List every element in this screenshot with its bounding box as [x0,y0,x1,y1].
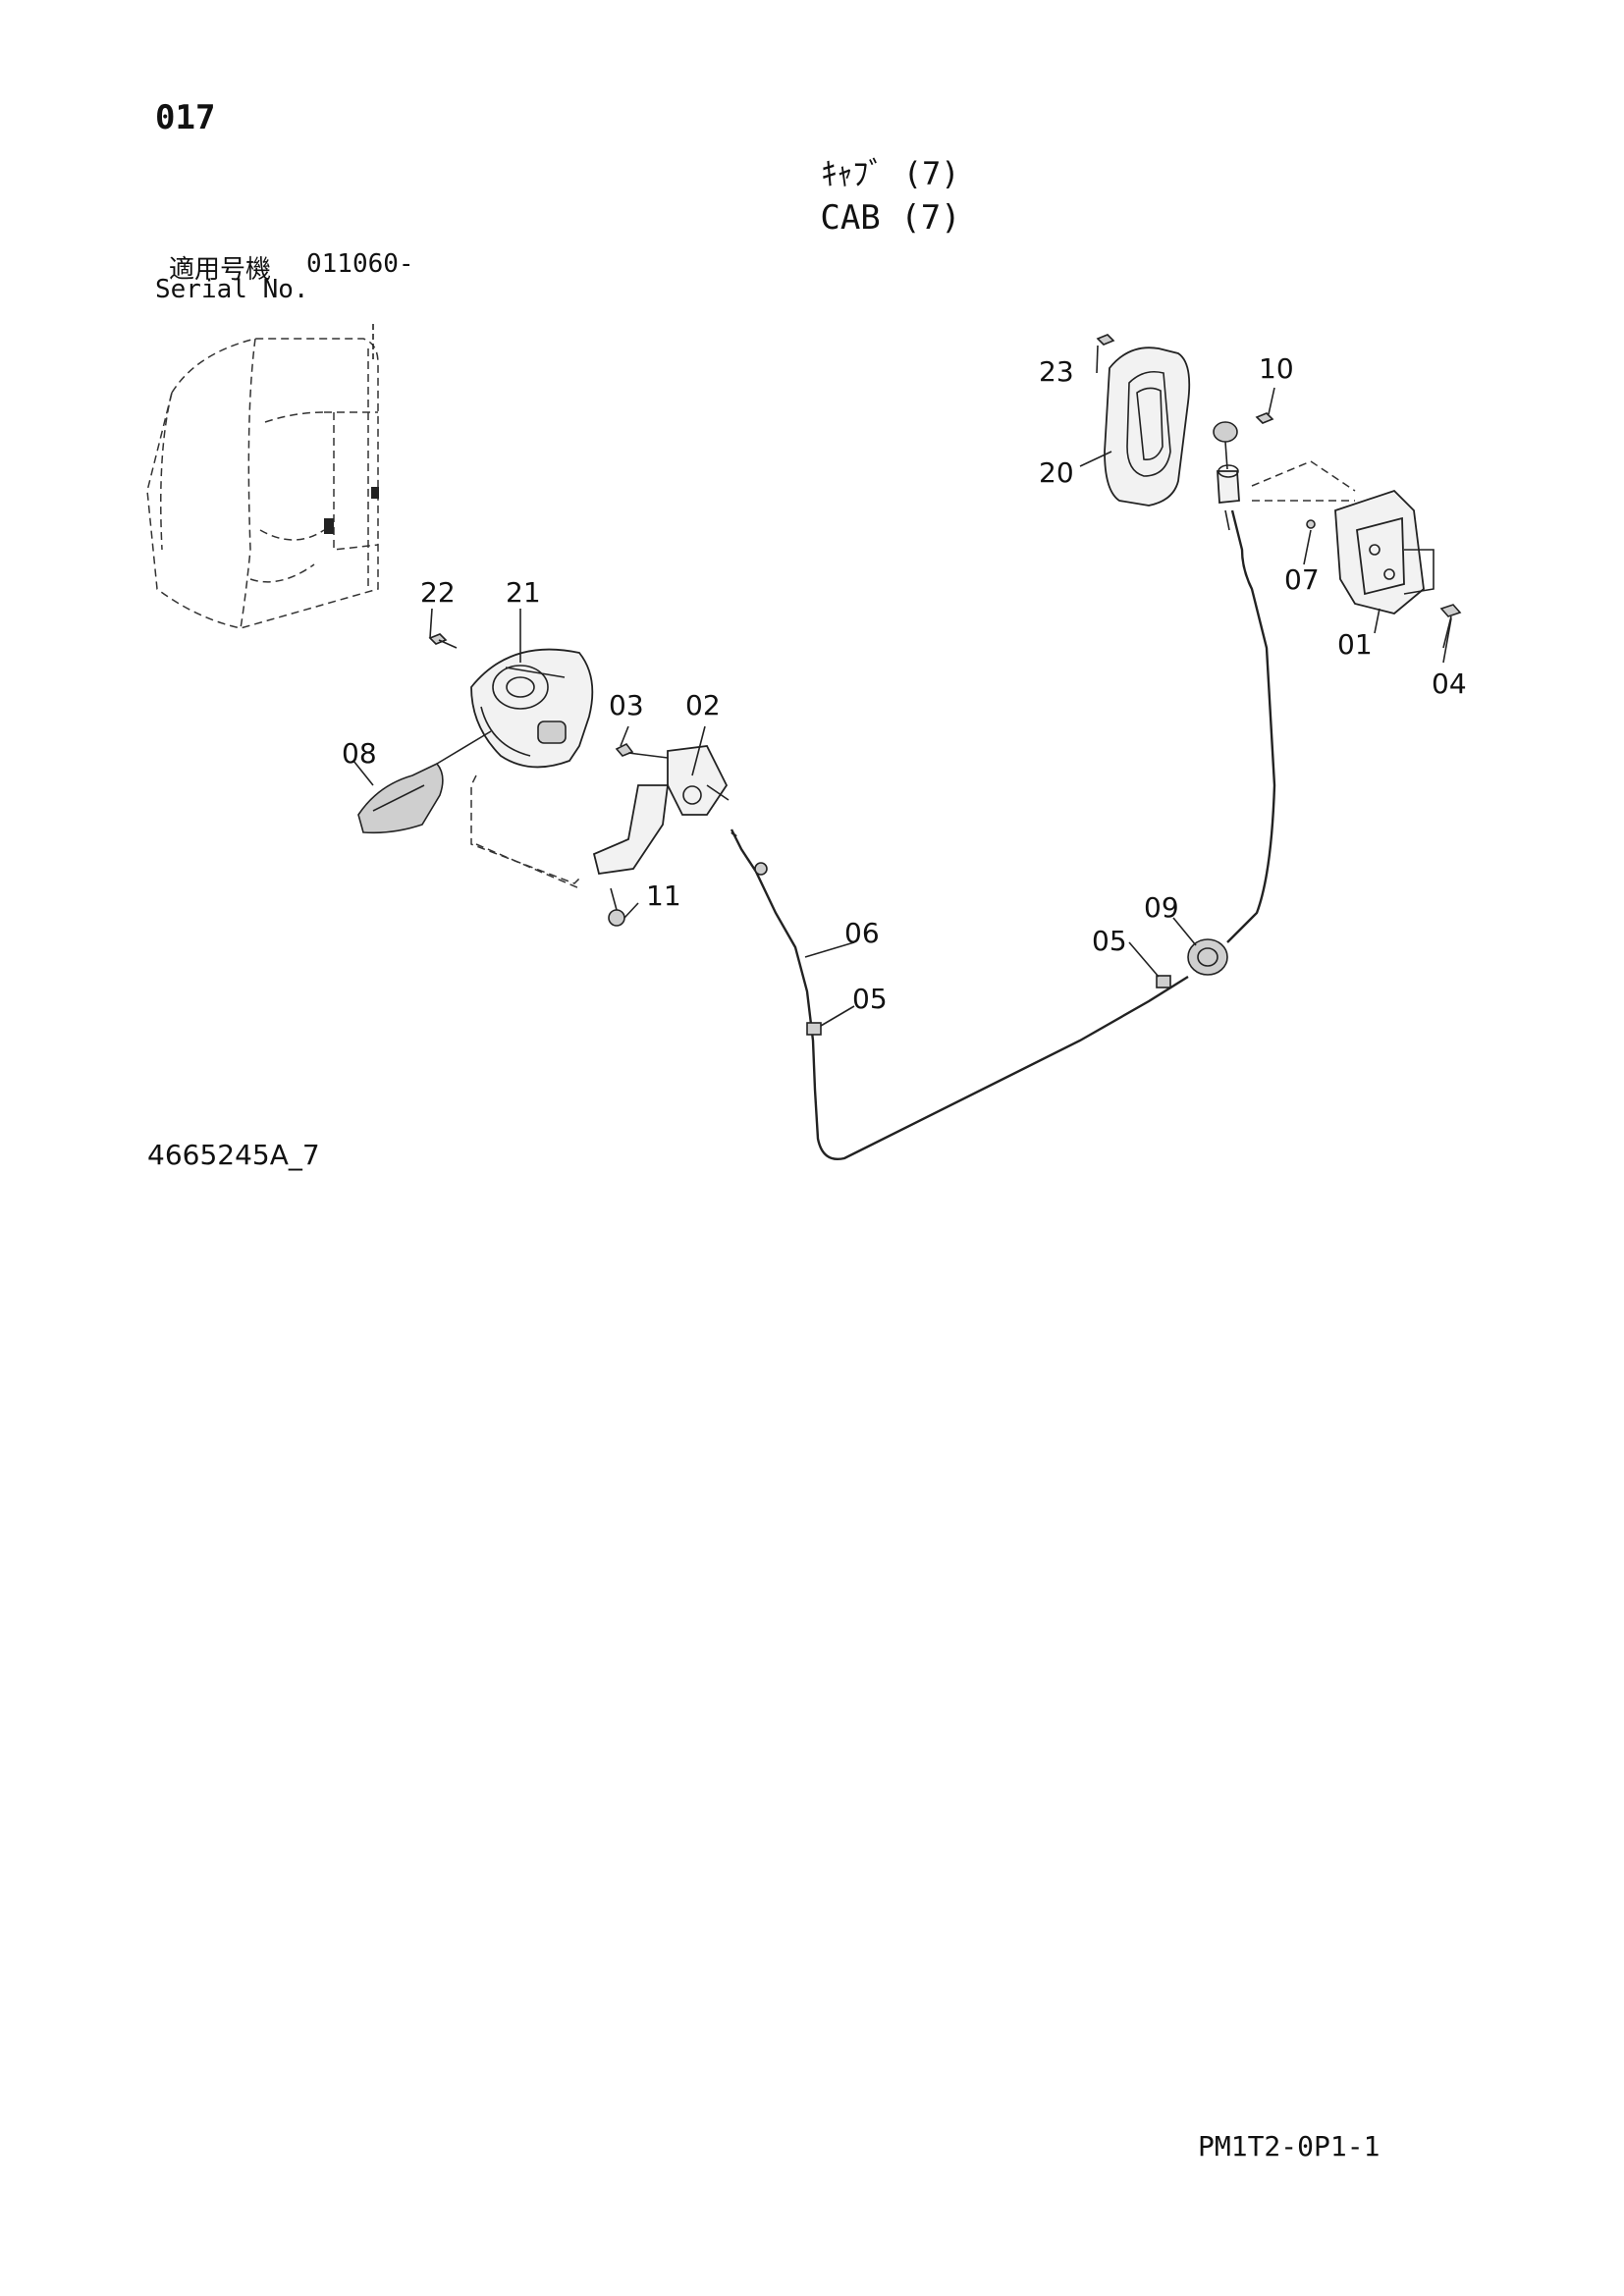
callout-06: 06 [844,917,880,949]
bolt-22 [428,633,458,649]
screw-07 [1306,519,1316,529]
serial-label-en: Serial No. [155,275,309,304]
callout-23: 23 [1039,355,1074,388]
callout-05-left: 05 [852,983,888,1015]
page-title-en: CAB (7) [820,198,961,238]
callout-05-right: 05 [1092,925,1127,957]
callout-21: 21 [506,576,541,609]
callout-10: 10 [1259,352,1294,385]
bolt-04 [1439,604,1462,649]
nut-11 [608,887,625,927]
callout-08: 08 [342,737,377,770]
callout-22: 22 [420,576,456,609]
cable-06 [730,828,1189,1160]
key-cylinder [1213,421,1240,531]
page-number: 017 [155,98,216,137]
latch-01 [1334,489,1435,614]
clip-05b [1156,975,1171,988]
callout-04: 04 [1432,667,1467,700]
cab-thumbnail [146,324,379,629]
callout-01: 01 [1337,628,1373,661]
callout-03: 03 [609,689,644,721]
callout-20: 20 [1039,456,1074,489]
handle-housing-21 [470,648,594,769]
callout-11: 11 [646,880,681,912]
callout-09: 09 [1144,891,1179,924]
bolt-03 [615,742,669,759]
footer-code: PM1T2-0P1-1 [1198,2130,1380,2163]
clip-05a [806,1022,822,1036]
cover-plate-20 [1104,347,1191,507]
callout-02: 02 [685,689,721,721]
serial-code: 011060- [306,249,414,279]
callout-07: 07 [1284,563,1320,596]
grommet-09 [1187,938,1228,976]
screw-23 [1096,334,1115,346]
diagram-code: 4665245A_7 [147,1139,320,1171]
screw-10 [1255,412,1274,424]
leader-lines [352,345,1452,1027]
page-title-jp: ｷｬﾌﾞ (7) [821,155,960,192]
lever-02 [592,745,730,876]
handle-08 [357,730,492,834]
serial-label-jp: 適用号機 [169,255,272,285]
